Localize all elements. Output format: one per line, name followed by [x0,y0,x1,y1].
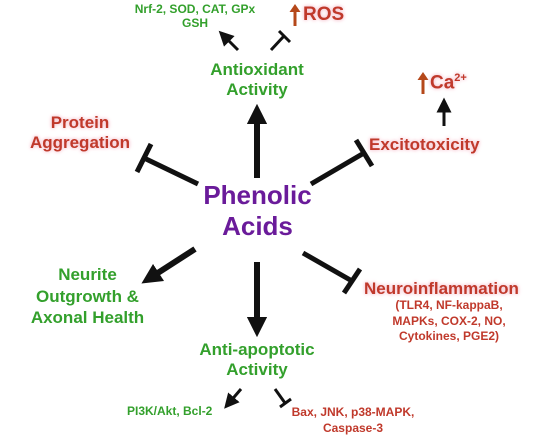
antioxidant-title: Antioxidant Activity [184,60,330,99]
inhibit-neuroinflammation [301,250,363,295]
antiapoptotic-inhibited: Bax, JNK, p38-MAPK, Caspase-3 [288,405,418,436]
neuroinflammation-title: Neuroinflammation [364,279,519,298]
neurite-line3: Axonal Health [30,308,145,328]
antiapoptotic-line2: Activity [226,359,288,379]
calcium-increase-arrow [417,72,429,94]
antiapoptotic-activators: PI3K/Akt, Bcl-2 [127,404,213,418]
arrow-to-neurite [141,246,197,284]
antioxidant-activators: Nrf-2, SOD, CAT, GPx GSH [115,2,275,31]
arrow-to-pi3k [224,388,243,409]
calcium-symbol: Ca [430,72,455,94]
neurite-line2: Outgrowth & [36,286,139,306]
antioxidant-activators-line2: GSH [181,15,208,30]
calcium-charge: 2+ [454,72,467,84]
inhibit-ros [269,29,292,52]
inhibit-protein-aggregation [134,142,200,187]
center-title-line1: Phenolic [203,180,312,210]
antiapoptotic-inhibited-line2: Caspase-3 [322,420,384,435]
protein-aggregation-title: Protein Aggregation [20,113,140,152]
protein-aggregation-line2: Aggregation [29,132,131,152]
antioxidant-title-line2: Activity [226,79,288,99]
neuroinflammation-targets: (TLR4, NF-kappaB, MAPKs, COX-2, NO, Cyto… [374,298,524,345]
center-title: Phenolic Acids [170,180,345,242]
antiapoptotic-title: Anti-apoptotic Activity [177,340,337,379]
antioxidant-title-line1: Antioxidant [210,60,304,79]
antioxidant-activators-line1: Nrf-2, SOD, CAT, GPx [134,2,256,16]
inhibit-bax [273,388,292,409]
neuroinflammation-targets-line2: MAPKs, COX-2, NO, [392,313,506,328]
calcium-label: Ca2+ [430,72,467,94]
neurite-line1: Neurite [58,265,117,284]
inhibit-excitotoxicity [309,138,375,187]
ros-label: ROS [303,4,345,25]
ros-increase-arrow [289,4,301,26]
excitotoxicity-title: Excitotoxicity [369,135,480,154]
arrow-to-nrf2 [218,30,240,52]
protein-aggregation-line1: Protein [50,113,110,132]
center-title-line2: Acids [222,211,293,242]
neurite-title: Neurite Outgrowth & Axonal Health [30,264,145,329]
antiapoptotic-inhibited-line1: Bax, JNK, p38-MAPK, [291,405,415,419]
neuroinflammation-targets-line1: (TLR4, NF-kappaB, [395,298,503,312]
neuroinflammation-targets-line3: Cytokines, PGE2) [398,329,500,344]
antiapoptotic-line1: Anti-apoptotic [199,340,315,359]
